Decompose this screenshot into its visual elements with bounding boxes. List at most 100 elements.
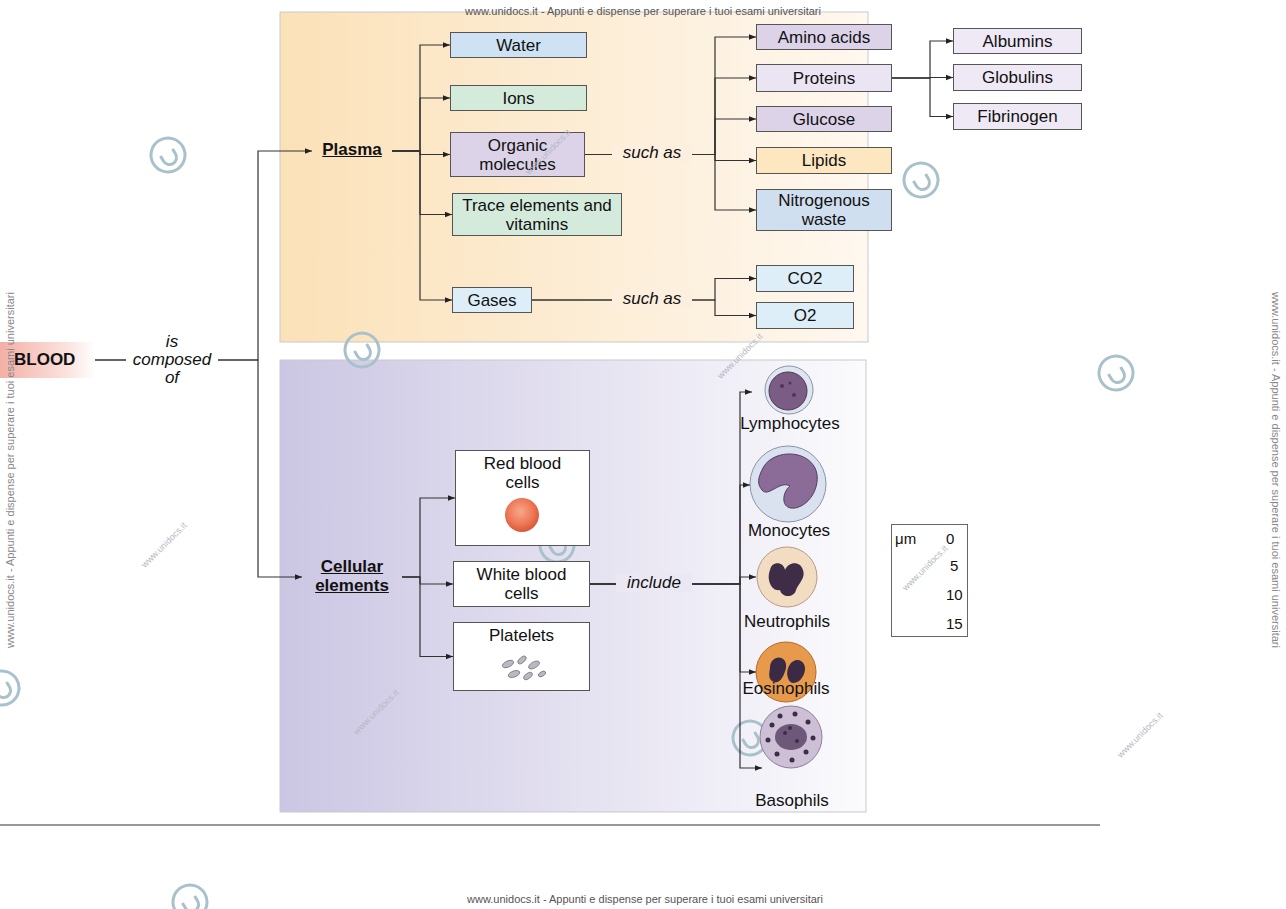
protein-box: Albumins [953, 28, 1082, 54]
connector [95, 151, 312, 360]
cell-nucleus [769, 372, 807, 410]
component-box: Water [450, 32, 587, 58]
white-cell-item: Eosinophils [756, 643, 816, 701]
node-text: CO2 [788, 269, 823, 288]
watermark-logos [0, 132, 1139, 909]
node-text: Lipids [802, 151, 846, 170]
node-text: Proteins [793, 69, 855, 88]
cell-type-box: White blood cells [453, 561, 590, 607]
connector [585, 37, 756, 155]
node-text: Trace elements and vitamins [461, 196, 613, 234]
granules [766, 712, 816, 763]
watermark-text: www.unidocs.it [900, 543, 949, 592]
cell-nucleus [759, 454, 818, 508]
edge-label: include [616, 574, 692, 592]
gas-box: CO2 [756, 265, 854, 292]
connector [402, 577, 453, 584]
group-heading: Plasma [312, 140, 392, 162]
page-rule [0, 825, 1100, 826]
node-text: Nitrogenous waste [765, 191, 883, 229]
node-text: Eosinophils [743, 679, 830, 699]
node-text: 5 [950, 557, 958, 574]
monocyte-drawing [750, 446, 826, 522]
edge-label: such as [612, 290, 692, 308]
watermark-text: www.unidocs.it [351, 687, 400, 736]
cell-type-box: Platelets [453, 622, 590, 691]
example-box: Proteins [756, 64, 892, 92]
protein-box: Globulins [953, 64, 1082, 91]
watermark-text: www.unidocs.it - Appunti e dispense per … [1270, 292, 1282, 648]
component-box: Ions [450, 85, 587, 111]
node-text: White blood cells [470, 565, 573, 603]
connector [95, 360, 302, 577]
node-text: Plasma [312, 140, 392, 159]
white-cell-item: Basophils [762, 738, 822, 798]
node-text: Monocytes [748, 521, 830, 541]
node-text: Water [496, 36, 541, 55]
watermark-logo [0, 665, 25, 711]
node-text: Neutrophils [744, 612, 830, 632]
white-cell-item: Monocytes [750, 447, 828, 523]
connector [590, 584, 762, 768]
cell-nucleus [769, 658, 786, 683]
node-text: Glucose [793, 110, 855, 129]
lymphocyte-drawing [765, 366, 813, 414]
node-text: Gases [467, 291, 516, 310]
cell-membrane [757, 547, 817, 607]
protein-box: Fibrinogen [953, 103, 1082, 130]
connector [892, 41, 953, 78]
connector [392, 98, 450, 151]
watermark-text: www.unidocs.it [523, 127, 572, 176]
node-text: μm [895, 530, 916, 547]
platelet-drawing [501, 655, 546, 681]
edge-label: is composed of [126, 333, 218, 387]
node-text: 10 [946, 586, 963, 603]
node-text: Platelets [470, 626, 573, 645]
group-heading: Cellular elements [302, 557, 402, 597]
watermark-text: www.unidocs.it [715, 331, 764, 380]
watermark-logo [898, 157, 944, 203]
example-box: Amino acids [756, 24, 892, 50]
node-text: 15 [946, 615, 963, 632]
white-cell-item: Lymphocytes [752, 366, 828, 418]
connector [892, 78, 953, 117]
edge-label: such as [612, 144, 692, 162]
example-box: Lipids [756, 147, 892, 174]
scale-box: μm 0 5 10 15 [891, 524, 968, 637]
connector [590, 392, 752, 584]
chromatin [789, 382, 792, 385]
component-box: Trace elements and vitamins [452, 193, 622, 236]
node-text: Albumins [983, 32, 1053, 51]
node-text: Lymphocytes [740, 414, 840, 434]
watermark-logo [167, 879, 213, 909]
node-text: Fibrinogen [977, 107, 1057, 126]
chromatin [780, 384, 784, 388]
white-cell-item: Neutrophils [756, 547, 818, 607]
node-text: Ions [502, 89, 534, 108]
red-cell-drawing [505, 498, 539, 532]
node-text: Basophils [755, 791, 829, 811]
node-text: Globulins [982, 68, 1053, 87]
connector [590, 485, 750, 584]
connector [590, 584, 756, 672]
cell-membrane [760, 706, 822, 768]
node-text: 0 [946, 530, 954, 547]
cell-membrane [750, 446, 826, 522]
connector [402, 498, 455, 577]
cell-nucleus [775, 724, 807, 750]
node-text: Amino acids [778, 28, 871, 47]
node-text: Cellular elements [302, 557, 402, 595]
neutrophil-drawing [757, 547, 817, 607]
node-text: Red blood cells [472, 454, 573, 492]
watermark-logo [145, 132, 191, 178]
example-box: Glucose [756, 106, 892, 132]
example-box: Nitrogenous waste [756, 189, 892, 231]
connector [392, 151, 452, 300]
node-text: O2 [794, 306, 817, 325]
watermark-logo [1093, 350, 1139, 396]
